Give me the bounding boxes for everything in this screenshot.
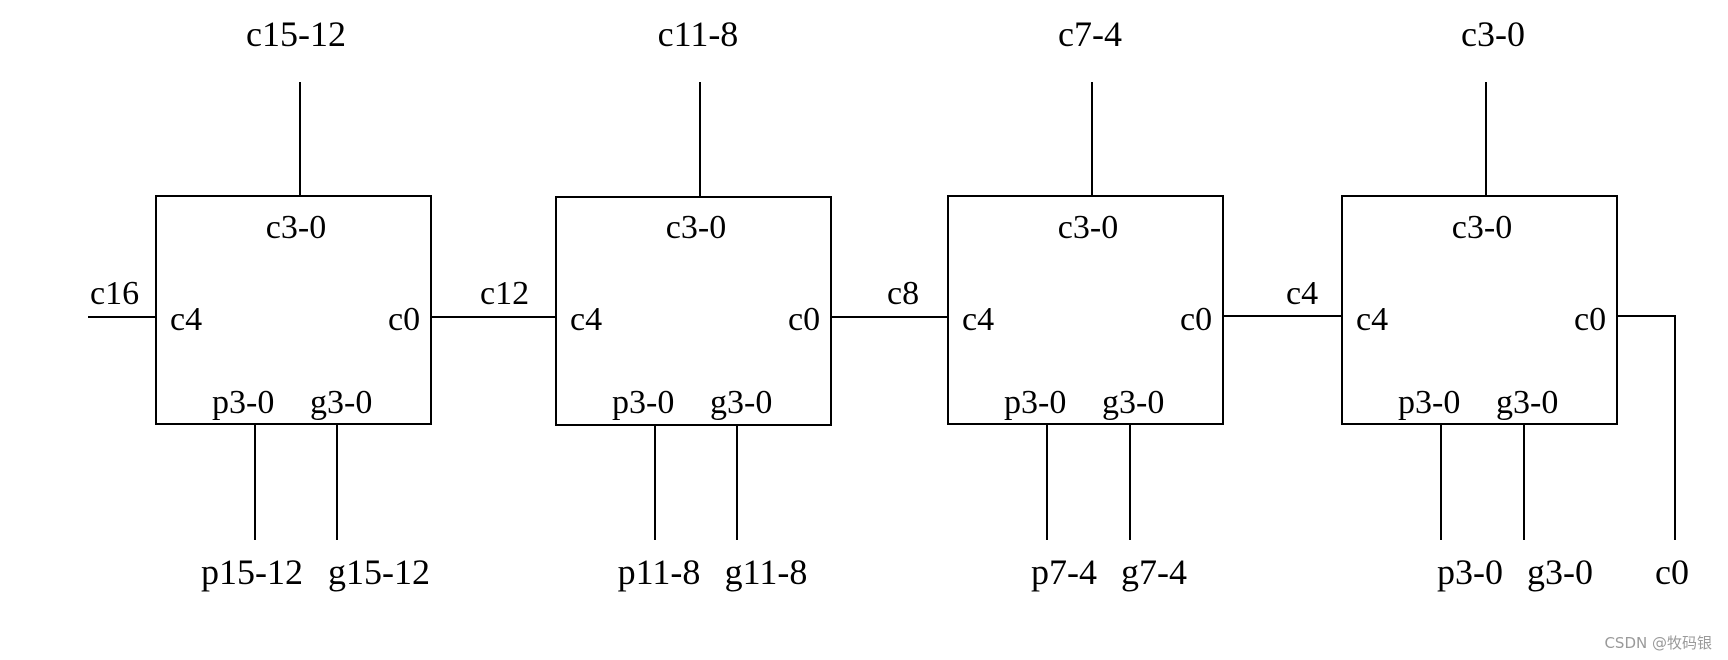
block-3-box [947,195,1224,425]
block-3-inner-top-label: c3-0 [1058,209,1118,246]
block-4-inner-top-label: c3-0 [1452,209,1512,246]
block-2-inner-right-label: c0 [788,301,820,338]
block-1-inner-right-label: c0 [388,301,420,338]
block-2-inner-top-label: c3-0 [666,209,726,246]
block-2-p-input-label: p11-8 [618,552,701,592]
block-4-box [1341,195,1618,425]
block-4-inner-p-label: p3-0 [1398,384,1460,421]
block-1-inner-g-label: g3-0 [310,384,372,421]
block-1-inner-p-label: p3-0 [212,384,274,421]
block-1-left-signal-label: c16 [90,275,139,312]
block-4-inner-g-label: g3-0 [1496,384,1558,421]
block-3-inner-g-label: g3-0 [1102,384,1164,421]
block-3: c7-4 c3-0 c4 c0 p3-0 g3-0 c8 p7-4 g7-4 [887,14,1224,592]
carry-in-wire [1617,315,1676,540]
block-2-inner-g-label: g3-0 [710,384,772,421]
block-4: c3-0 c3-0 c4 c0 p3-0 g3-0 c4 p3-0 g3-0 [1286,14,1618,592]
block-2-box [555,196,832,426]
block-4-p-input-label: p3-0 [1437,552,1503,592]
block-2-g-input-label: g11-8 [725,552,808,592]
block-2: c11-8 c3-0 c4 c0 p3-0 g3-0 c12 p11-8 g11… [480,14,832,592]
block-4-inner-right-label: c0 [1574,301,1606,338]
block-4-inner-left-label: c4 [1356,301,1388,338]
block-1-g-input-label: g15-12 [328,552,430,592]
block-2-top-output-label: c11-8 [658,14,739,54]
carry-in-label: c0 [1655,552,1689,592]
block-1-inner-top-label: c3-0 [266,209,326,246]
block-1-top-output-label: c15-12 [246,14,346,54]
block-4-g-input-label: g3-0 [1527,552,1593,592]
watermark: CSDN @牧码银 [1604,634,1712,652]
block-4-top-output-label: c3-0 [1461,14,1525,54]
block-2-left-signal-label: c12 [480,275,529,312]
block-3-left-signal-label: c8 [887,275,919,312]
block-1-box [155,195,432,425]
block-1-inner-left-label: c4 [170,301,202,338]
block-3-inner-p-label: p3-0 [1004,384,1066,421]
block-1: c15-12 c3-0 c4 c0 p3-0 g3-0 c16 p15-12 g… [88,14,432,592]
block-3-p-input-label: p7-4 [1031,552,1097,592]
block-3-inner-right-label: c0 [1180,301,1212,338]
block-2-inner-p-label: p3-0 [612,384,674,421]
block-3-inner-left-label: c4 [962,301,994,338]
block-4-left-signal-label: c4 [1286,275,1318,312]
block-3-top-output-label: c7-4 [1058,14,1122,54]
block-3-g-input-label: g7-4 [1121,552,1187,592]
block-2-inner-left-label: c4 [570,301,602,338]
block-1-p-input-label: p15-12 [201,552,303,592]
